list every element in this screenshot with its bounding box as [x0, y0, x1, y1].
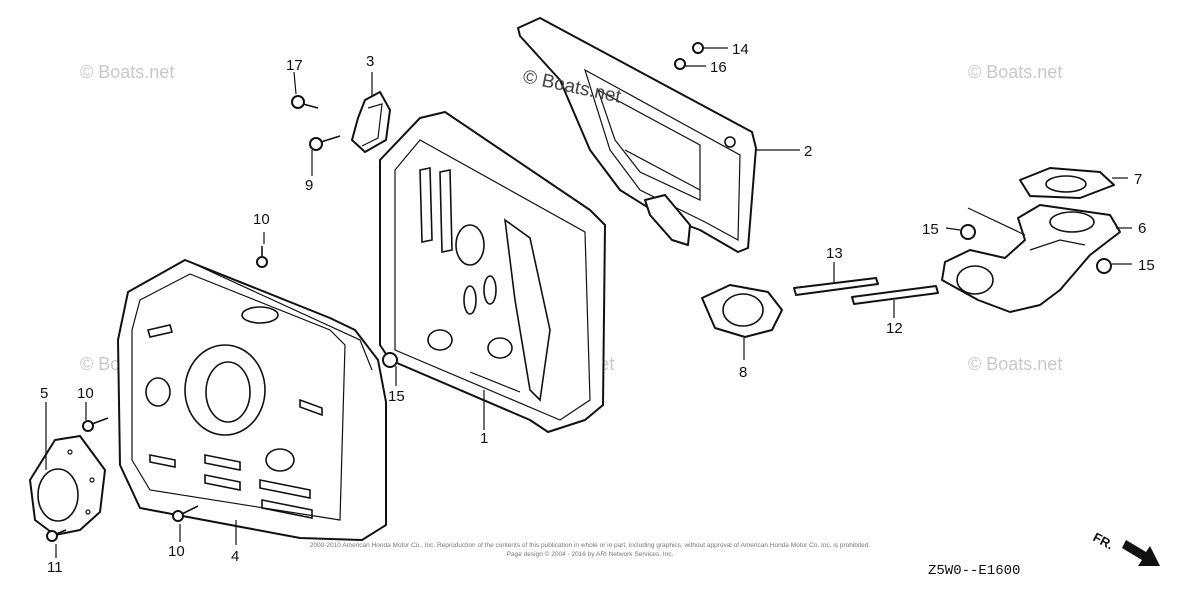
fastener-washer-16	[674, 58, 686, 70]
callout-2: 2	[804, 143, 812, 160]
callout-1: 1	[480, 430, 488, 447]
part-12-stud-bolt	[851, 285, 939, 305]
part-4-muffler-protector	[117, 259, 387, 541]
fastener-bolt-17	[291, 95, 319, 109]
direction-label: FR.	[1091, 529, 1117, 552]
callout-13: 13	[826, 245, 843, 262]
part-2-heat-shield	[517, 17, 757, 253]
fastener-nut-15-right	[1096, 258, 1112, 274]
fastener-bolt-10-bottom	[172, 505, 199, 522]
fastener-bolt-11	[46, 529, 67, 542]
callout-14: 14	[732, 41, 749, 58]
callout-7: 7	[1134, 171, 1142, 188]
callout-8: 8	[739, 364, 747, 381]
copyright-line-2: Page design © 2004 - 2016 by ARI Network…	[507, 550, 674, 558]
callout-16: 16	[710, 59, 727, 76]
front-direction-indicator: FR.	[1091, 529, 1160, 566]
callout-5: 5	[40, 385, 48, 402]
front-direction-arrow-icon	[1122, 540, 1160, 566]
watermark: © Boats.net	[968, 354, 1062, 374]
fastener-nut-15-left	[960, 224, 976, 240]
fastener-bolt-9	[309, 135, 341, 151]
part-7-gasket	[1019, 167, 1115, 199]
callout-17: 17	[286, 57, 303, 74]
part-3-bracket	[351, 91, 391, 153]
callout-9: 9	[305, 177, 313, 194]
part-1-muffler	[379, 111, 606, 433]
watermark: © Boats.net	[968, 62, 1062, 82]
callout-3: 3	[366, 53, 374, 70]
fastener-bolt-10-top	[256, 246, 268, 268]
callout-15-left: 15	[922, 221, 939, 238]
callout-11: 11	[47, 559, 63, 576]
part-5-end-cap	[29, 435, 106, 536]
fastener-nut-15-center	[382, 352, 398, 368]
fastener-bolt-10-left	[82, 417, 109, 432]
copyright-line-1: 2000-2010 American Honda Motor Co., Inc.…	[310, 542, 871, 549]
callout-6: 6	[1138, 220, 1146, 237]
diagram-code: Z5W0--E1600	[928, 563, 1020, 579]
callout-4: 4	[231, 548, 239, 565]
callout-15-center: 15	[388, 388, 405, 405]
callout-15-right: 15	[1138, 257, 1155, 274]
fastener-bolt-14	[692, 42, 704, 54]
callout-10-left: 10	[77, 385, 94, 402]
part-6-exhaust-pipe	[941, 204, 1121, 313]
part-13-stud-bolt	[793, 277, 879, 296]
callout-12: 12	[886, 320, 903, 337]
callout-10-top: 10	[253, 211, 270, 228]
watermark: © Boats.net	[80, 62, 174, 82]
callout-10-bottom: 10	[168, 543, 185, 560]
part-8-gasket	[701, 284, 783, 338]
